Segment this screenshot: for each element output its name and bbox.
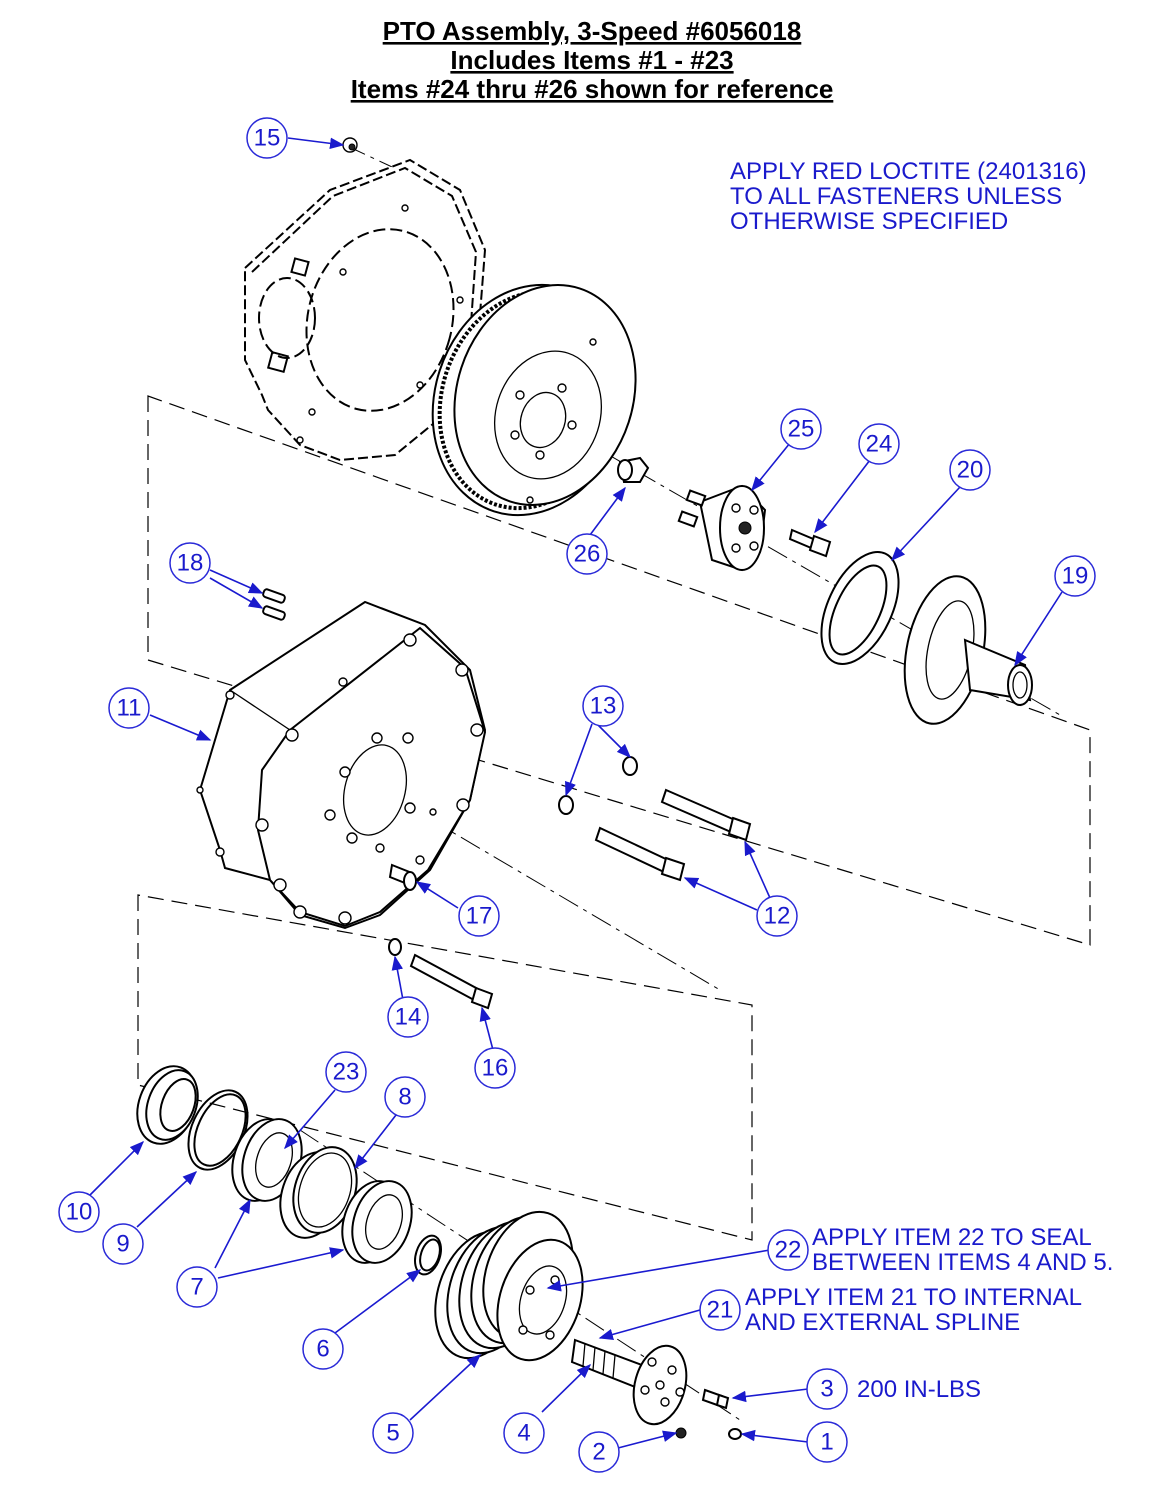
callout-11-label: 11 xyxy=(117,695,142,722)
item-18-dowels xyxy=(262,588,286,621)
callout-17-label: 17 xyxy=(466,903,493,930)
callout-1: 1 xyxy=(806,1421,848,1463)
item-22-note: APPLY ITEM 22 TO SEAL BETWEEN ITEMS 4 AN… xyxy=(812,1224,1113,1276)
housing-bolt-holes xyxy=(196,633,484,925)
callout-10-label: 10 xyxy=(66,1199,93,1226)
callout-19-label: 19 xyxy=(1062,563,1089,590)
callout-21-label: 21 xyxy=(707,1297,734,1324)
title-line-1: PTO Assembly, 3-Speed #6056018 xyxy=(383,16,802,46)
item-5-pulley xyxy=(434,1210,584,1362)
item-12-bolts xyxy=(594,788,752,882)
callout-19: 19 xyxy=(1054,555,1096,597)
callout-17: 17 xyxy=(458,895,500,937)
callout-3-label: 3 xyxy=(820,1376,833,1403)
callout-7: 7 xyxy=(176,1266,218,1308)
callout-15: 15 xyxy=(246,117,288,159)
callout-5-label: 5 xyxy=(386,1420,399,1447)
callout-1-label: 1 xyxy=(820,1429,833,1456)
item-21-note-line-1: APPLY ITEM 21 TO INTERNAL xyxy=(745,1284,1082,1311)
item-13-washers xyxy=(558,756,638,815)
loctite-note-line-3: OTHERWISE SPECIFIED xyxy=(730,208,1008,235)
callout-24-label: 24 xyxy=(866,431,893,458)
callout-14: 14 xyxy=(387,996,429,1038)
item-1-plug xyxy=(728,1428,742,1440)
callout-13-label: 13 xyxy=(590,693,617,720)
loctite-note-line-1: APPLY RED LOCTITE (2401316) xyxy=(730,158,1087,185)
callout-8: 8 xyxy=(384,1076,426,1118)
callout-20: 20 xyxy=(949,449,991,491)
callout-2-label: 2 xyxy=(592,1439,605,1466)
loctite-note-line-2: TO ALL FASTENERS UNLESS xyxy=(730,183,1062,210)
callout-10: 10 xyxy=(58,1191,100,1233)
item-25-coupling xyxy=(677,484,767,572)
callout-25-label: 25 xyxy=(788,416,815,443)
callout-5: 5 xyxy=(372,1412,414,1454)
item-21-note: APPLY ITEM 21 TO INTERNAL AND EXTERNAL S… xyxy=(745,1284,1082,1336)
item-20-seal xyxy=(820,550,900,666)
callout-25: 25 xyxy=(780,408,822,450)
callout-4-label: 4 xyxy=(517,1420,530,1447)
callout-24: 24 xyxy=(858,423,900,465)
item-3-bolt xyxy=(701,1388,730,1410)
callout-6: 6 xyxy=(302,1328,344,1370)
reference-frames xyxy=(137,395,1091,1241)
title-block: PTO Assembly, 3-Speed #6056018 Includes … xyxy=(351,16,834,104)
callout-3: 3 xyxy=(806,1368,848,1410)
item-11-housing xyxy=(196,600,487,930)
callout-18: 18 xyxy=(169,542,211,584)
callout-9-label: 9 xyxy=(116,1231,129,1258)
callout-8-label: 8 xyxy=(398,1084,411,1111)
callout-22: 22 xyxy=(767,1229,809,1271)
item-2-plug xyxy=(675,1427,687,1439)
callout-22-label: 22 xyxy=(775,1237,802,1264)
callout-26: 26 xyxy=(566,533,608,575)
callout-9: 9 xyxy=(102,1223,144,1265)
item-22-note-line-1: APPLY ITEM 22 TO SEAL xyxy=(812,1224,1092,1251)
item-3-torque-note: 200 IN-LBS xyxy=(857,1376,981,1403)
item-26-bushing xyxy=(617,456,650,483)
callout-23: 23 xyxy=(325,1051,367,1093)
item-17-fitting xyxy=(388,863,417,891)
callout-21: 21 xyxy=(699,1289,741,1331)
item-24-bolt xyxy=(788,528,832,558)
callout-4: 4 xyxy=(503,1412,545,1454)
callout-16: 16 xyxy=(474,1047,516,1089)
callout-13: 13 xyxy=(582,685,624,727)
item-8-spacer xyxy=(279,1146,358,1239)
title-line-3: Items #24 thru #26 shown for reference xyxy=(351,74,834,104)
callout-18-label: 18 xyxy=(177,550,204,577)
callout-11: 11 xyxy=(108,687,150,729)
callout-12: 12 xyxy=(756,895,798,937)
item-4-shaft xyxy=(570,1338,688,1426)
loctite-note: APPLY RED LOCTITE (2401316) TO ALL FASTE… xyxy=(730,158,1087,235)
item-10-seal xyxy=(136,1065,199,1145)
callout-15-label: 15 xyxy=(254,125,281,152)
item-16-bolt xyxy=(409,953,494,1010)
callout-7-label: 7 xyxy=(190,1274,203,1301)
callout-6-label: 6 xyxy=(316,1336,329,1363)
flywheel xyxy=(431,283,637,517)
callout-23-label: 23 xyxy=(333,1059,360,1086)
callout-14-label: 14 xyxy=(395,1004,422,1031)
callout-20-label: 20 xyxy=(957,457,984,484)
title-line-2: Includes Items #1 - #23 xyxy=(450,45,733,75)
item-7-bearing-2 xyxy=(341,1180,413,1264)
adapter-plate xyxy=(244,137,487,462)
item-21-note-line-2: AND EXTERNAL SPLINE xyxy=(745,1309,1020,1336)
item-6-snap-ring xyxy=(414,1234,442,1276)
item-14-washer xyxy=(388,938,402,956)
callout-12-label: 12 xyxy=(764,903,791,930)
item-22-note-line-2: BETWEEN ITEMS 4 AND 5. xyxy=(812,1249,1113,1276)
item-19-hub xyxy=(903,575,1033,725)
callout-26-label: 26 xyxy=(574,541,601,568)
callout-16-label: 16 xyxy=(482,1055,509,1082)
callout-2: 2 xyxy=(578,1431,620,1473)
leader-lines xyxy=(89,137,1063,1449)
